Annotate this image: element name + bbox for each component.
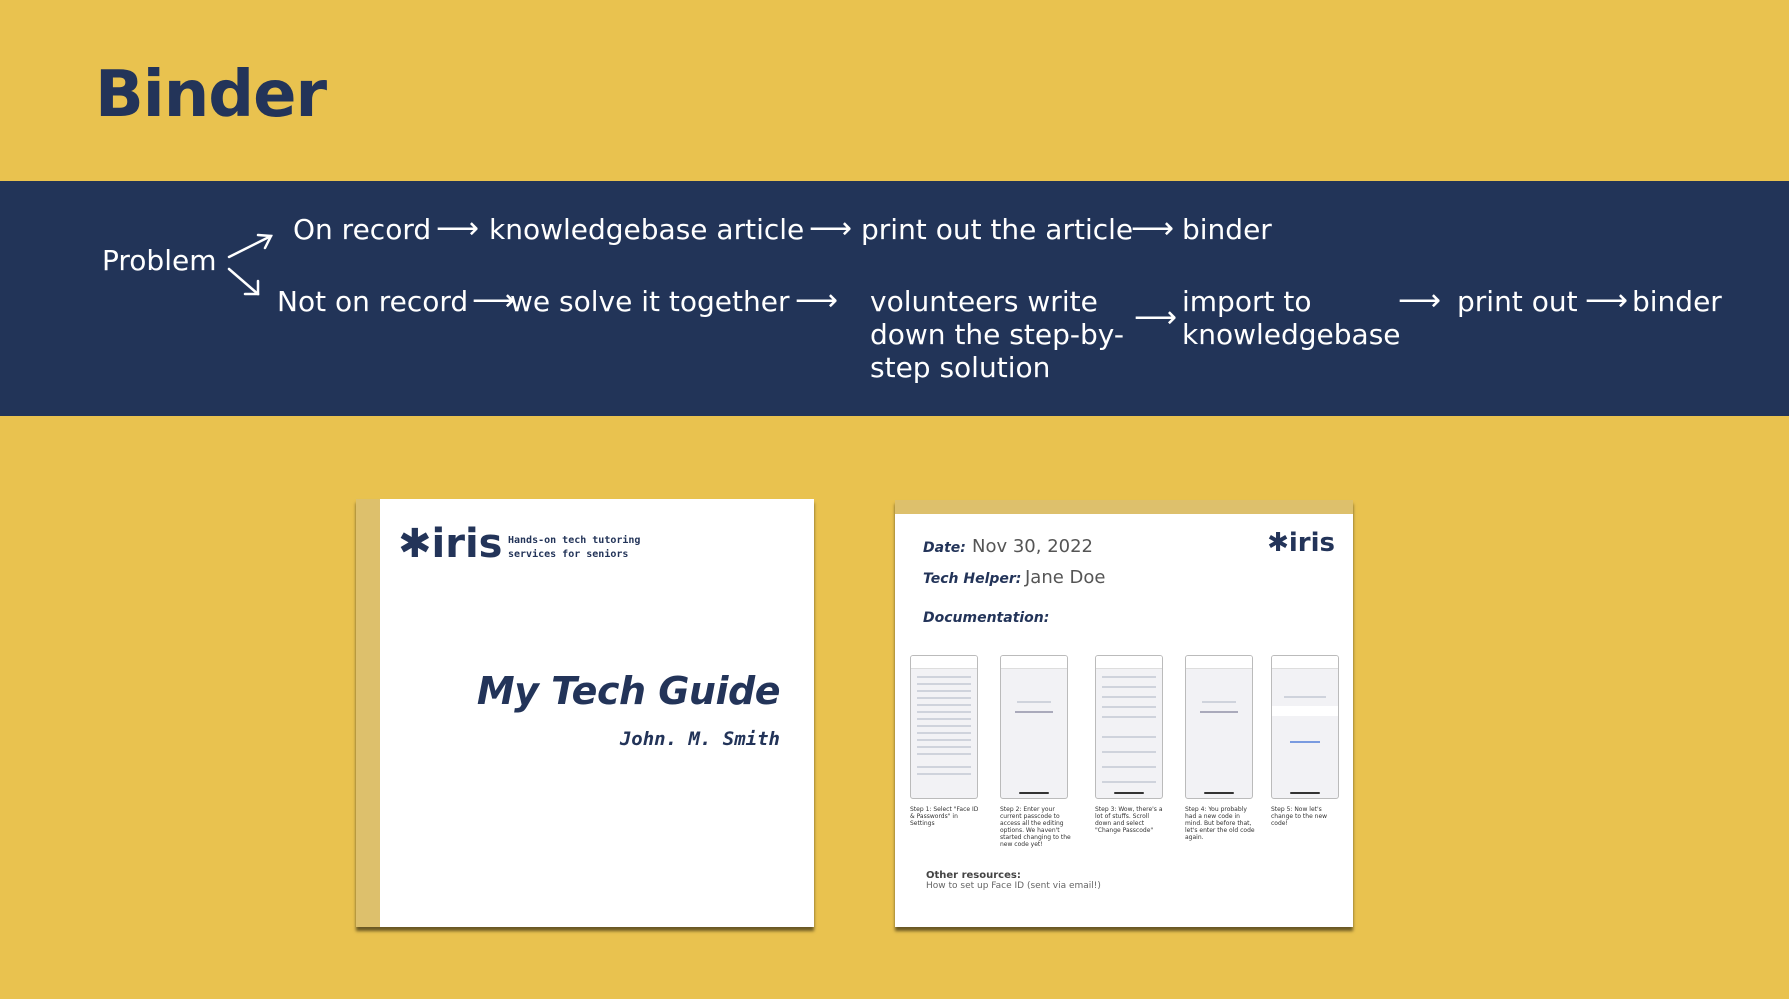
documentation-label: Documentation: xyxy=(923,610,1050,626)
other-resources-label: Other resources: xyxy=(926,870,1021,881)
step-screenshot xyxy=(910,655,978,799)
iris-logo: ✱iris xyxy=(398,521,502,567)
flow-print-article: print out the article xyxy=(861,213,1134,246)
flow-solve-together: we solve it together xyxy=(510,285,790,318)
page-top-strip xyxy=(895,500,1353,514)
step-caption: Step 5: Now let's change to the new code… xyxy=(1271,806,1328,827)
asterisk-logo-icon: ✱ xyxy=(398,521,432,567)
flow-not-on-record: Not on record xyxy=(277,285,469,318)
tech-helper-value: Jane Doe xyxy=(1025,567,1106,588)
branch-arrows-icon xyxy=(227,233,273,296)
flow-knowledgebase-article: knowledgebase article xyxy=(489,213,805,246)
documentation-page: ✱iris Date: Nov 30, 2022 Tech Helper: Ja… xyxy=(895,500,1353,927)
flow-start-problem: Problem xyxy=(102,244,217,277)
step-screenshot xyxy=(1095,655,1163,799)
binder-cover-page: ✱iris Hands-on tech tutoring services fo… xyxy=(356,499,814,927)
flow-on-record: On record xyxy=(293,213,432,246)
flow-print-out: print out xyxy=(1457,285,1578,318)
logo-text: iris xyxy=(1288,528,1335,558)
logo-text: iris xyxy=(431,521,503,567)
cover-author: John. M. Smith xyxy=(619,728,780,750)
arrow-right-icon: ⟶ xyxy=(1398,283,1442,318)
arrow-right-icon: ⟶ xyxy=(809,211,853,246)
arrow-right-icon: ⟶ xyxy=(472,283,516,318)
tech-helper-label: Tech Helper: xyxy=(923,571,1022,587)
date-label: Date: xyxy=(923,540,966,556)
iris-logo: ✱iris xyxy=(1267,528,1335,558)
step-screenshot xyxy=(1185,655,1253,799)
arrow-right-icon: ⟶ xyxy=(1131,211,1175,246)
flow-volunteers-write: volunteers write down the step-by-step s… xyxy=(870,285,1124,384)
flow-binder-bottom: binder xyxy=(1632,285,1722,318)
arrow-right-icon: ⟶ xyxy=(1585,283,1629,318)
slide-title: Binder xyxy=(95,58,327,132)
arrow-right-icon: ⟶ xyxy=(436,211,480,246)
cover-tagline: Hands-on tech tutoring services for seni… xyxy=(508,535,641,560)
step-caption: Step 2: Enter your current passcode to a… xyxy=(1000,806,1071,848)
step-caption: Step 4: You probably had a new code in m… xyxy=(1185,806,1255,841)
flow-binder-top: binder xyxy=(1182,213,1272,246)
step-caption: Step 3: Wow, there's a lot of stuffs. Sc… xyxy=(1095,806,1163,834)
date-value: Nov 30, 2022 xyxy=(972,536,1094,557)
asterisk-logo-icon: ✱ xyxy=(1267,528,1289,558)
process-flow-band: Problem On record ⟶ knowledgebase articl… xyxy=(0,181,1789,416)
step-caption: Step 1: Select "Face ID & Passwords" in … xyxy=(910,806,979,827)
arrow-right-icon: ⟶ xyxy=(795,283,839,318)
cover-title: My Tech Guide xyxy=(476,669,781,713)
other-resources-item: How to set up Face ID (sent via email!) xyxy=(926,881,1101,891)
flow-import-knowledgebase: import to knowledgebase xyxy=(1182,285,1401,351)
arrow-right-icon: ⟶ xyxy=(1134,300,1178,335)
step-screenshot xyxy=(1000,655,1068,799)
binder-spine xyxy=(356,499,380,927)
step-screenshot xyxy=(1271,655,1339,799)
